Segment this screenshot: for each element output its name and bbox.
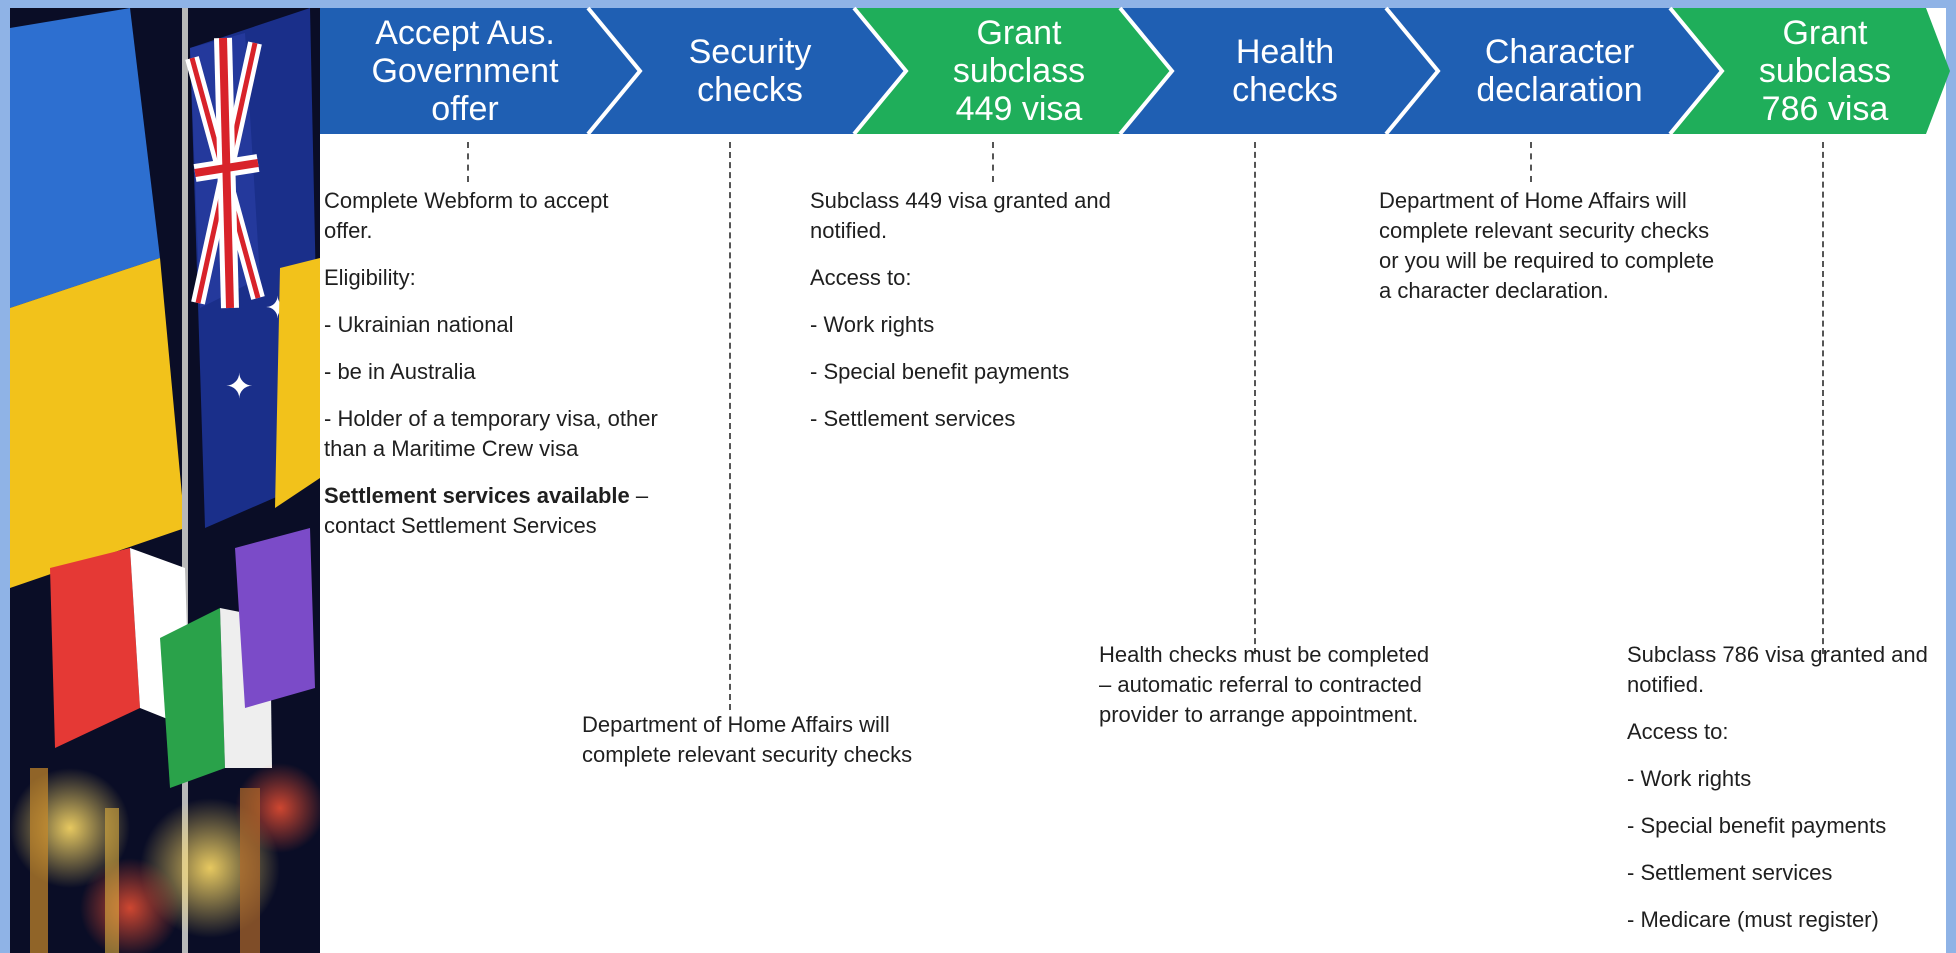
connector-step-4 [1254, 142, 1256, 654]
step-2-label: Security checks [688, 33, 812, 109]
eligibility-temporary-visa: - Holder of a temporary visa, other than… [324, 406, 658, 461]
settlement-services-rest: – contact Settlement Services [324, 483, 649, 538]
step-4-label: Health checks [1232, 33, 1338, 109]
grant-449-granted: Subclass 449 visa granted and notified. [810, 188, 1111, 243]
connector-step-1 [467, 142, 469, 182]
chevron-step-1 [320, 8, 640, 134]
grant-449-details: Subclass 449 visa granted and notified. … [810, 186, 1210, 451]
svg-text:✦: ✦ [225, 367, 254, 407]
step-6-label: Grant subclass 786 visa [1758, 14, 1892, 128]
settlement-services-note: Settlement services available – contact … [324, 481, 724, 541]
chevron-step-6 [1670, 8, 1950, 134]
accept-offer-details: Complete Webform to accept offer. Eligib… [324, 186, 724, 558]
connector-step-5 [1530, 142, 1532, 182]
step-3-label: Grant subclass 449 visa [952, 14, 1086, 128]
chevron-step-3 [854, 8, 1172, 134]
accept-offer-webform: Complete Webform to accept offer. [324, 188, 609, 243]
process-chevrons [320, 6, 1950, 136]
grant-449-benefit: - Special benefit payments [810, 359, 1070, 384]
grant-786-medicare: - Medicare (must register) [1627, 907, 1879, 932]
grant-786-details: Subclass 786 visa granted and notified. … [1627, 640, 1947, 952]
character-declaration-details: Department of Home Affairs will complete… [1379, 186, 1799, 323]
health-checks-text: Health checks must be completed – automa… [1099, 642, 1430, 727]
security-checks-details: Department of Home Affairs will complete… [582, 710, 982, 787]
grant-786-work-rights: - Work rights [1627, 766, 1752, 791]
step-5-label: Character declaration [1476, 33, 1643, 109]
connector-step-6 [1822, 142, 1824, 654]
grant-786-settlement: - Settlement services [1627, 860, 1833, 885]
chevron-step-2 [588, 8, 906, 134]
grant-449-access: Access to: [810, 265, 912, 290]
chevron-step-5 [1386, 8, 1722, 134]
eligibility-ukrainian: - Ukrainian national [324, 312, 514, 337]
eligibility-heading: Eligibility: [324, 265, 416, 290]
grant-786-granted: Subclass 786 visa granted and notified. [1627, 642, 1928, 697]
character-declaration-text: Department of Home Affairs will complete… [1379, 188, 1715, 303]
connector-step-3 [992, 142, 994, 182]
settlement-services-bold: Settlement services available [324, 483, 630, 508]
slide-frame-top [0, 0, 1956, 8]
security-checks-text: Department of Home Affairs will complete… [582, 712, 913, 767]
grant-449-settlement: - Settlement services [810, 406, 1016, 431]
grant-449-work-rights: - Work rights [810, 312, 935, 337]
chevron-step-4 [1120, 8, 1438, 134]
health-checks-details: Health checks must be completed – automa… [1099, 640, 1519, 747]
grant-786-access: Access to: [1627, 719, 1729, 744]
eligibility-in-australia: - be in Australia [324, 359, 476, 384]
connector-step-2 [729, 142, 731, 710]
slide-frame-right [1946, 0, 1956, 953]
slide-frame-left [0, 0, 10, 953]
flags-photo: ✦ ✦ [10, 8, 320, 953]
step-1-label: Accept Aus. Government offer [371, 14, 559, 128]
grant-786-benefit: - Special benefit payments [1627, 813, 1887, 838]
process-flow: Accept Aus. Government offer Security ch… [320, 0, 1956, 140]
